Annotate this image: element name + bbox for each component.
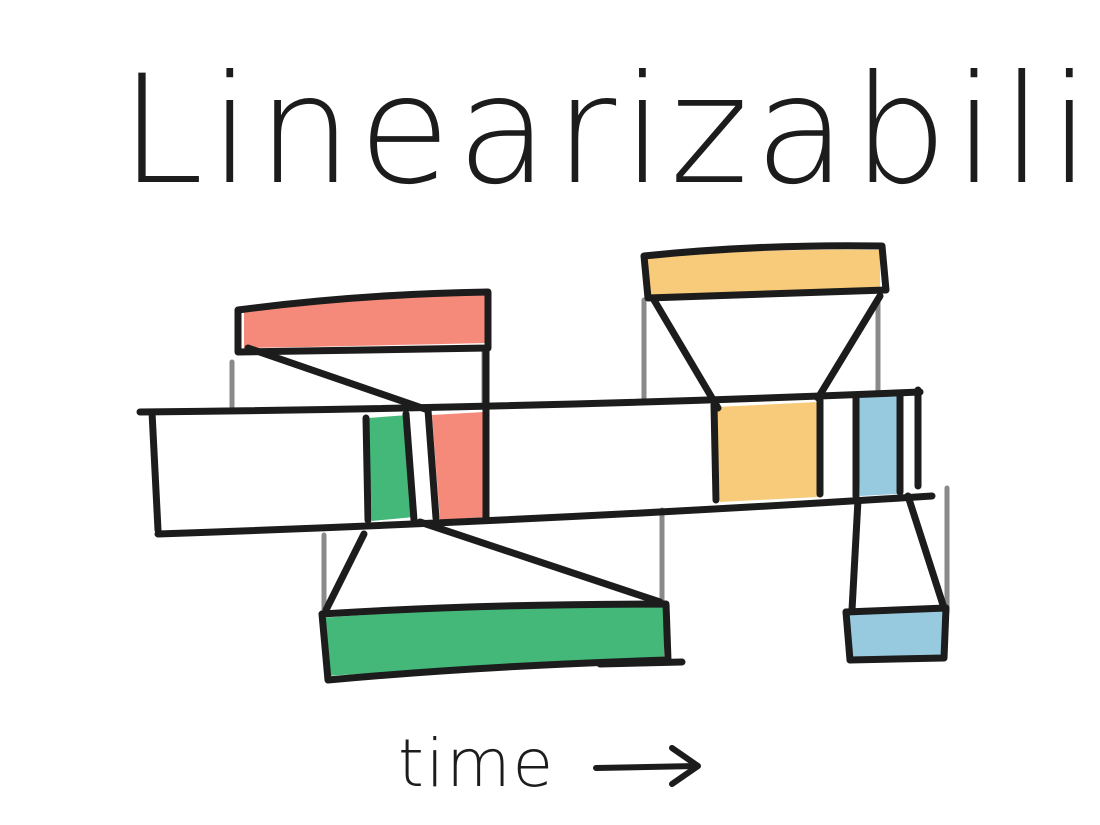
operation-fills bbox=[244, 249, 946, 676]
register-left-edge bbox=[148, 408, 162, 534]
blue-funnel-right bbox=[904, 492, 948, 612]
yellow-funnel-left bbox=[650, 296, 722, 412]
green-funnel-left bbox=[322, 530, 368, 614]
blue-box-outline bbox=[842, 604, 950, 664]
yellow-funnel-right bbox=[814, 292, 884, 402]
register-top-line bbox=[136, 388, 924, 416]
yellow-slot-left bbox=[710, 401, 720, 504]
red-operation-bar bbox=[244, 293, 486, 348]
time-axis-label: time bbox=[398, 725, 555, 802]
green-slot-left bbox=[362, 414, 372, 524]
blue-funnel-left bbox=[848, 496, 862, 614]
time-arrow-shaft bbox=[593, 763, 699, 771]
time-axis: time bbox=[398, 725, 701, 802]
blue-operation-bar bbox=[848, 610, 946, 660]
yellow-linearization-point bbox=[716, 402, 818, 502]
green-funnel-right bbox=[416, 518, 664, 606]
title: Linearizability bbox=[120, 44, 1100, 218]
time-arrow-head-icon bbox=[669, 745, 701, 787]
yellow-box-outline bbox=[640, 242, 890, 302]
green-slot-right bbox=[402, 410, 418, 524]
yellow-operation-bar bbox=[644, 249, 880, 296]
red-slot-left bbox=[424, 406, 440, 522]
blue-box-left-edge bbox=[842, 608, 854, 664]
green-operation-bar bbox=[320, 606, 664, 676]
register-bottom-line bbox=[154, 492, 936, 538]
blue-linearization-point bbox=[856, 395, 898, 496]
green-box-tail bbox=[596, 658, 686, 668]
red-funnel-left bbox=[244, 344, 432, 414]
red-linearization-point bbox=[432, 412, 484, 520]
connector-lines bbox=[229, 297, 950, 615]
green-linearization-point bbox=[368, 415, 414, 521]
ink-outlines bbox=[136, 242, 950, 684]
